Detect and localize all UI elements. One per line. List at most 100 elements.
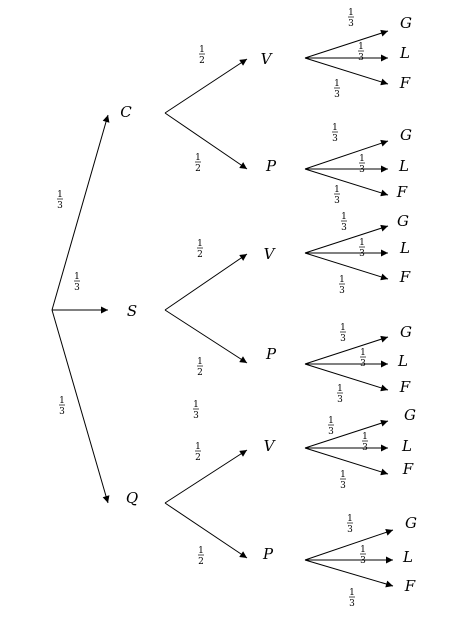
edge-s-v-f (304, 252, 389, 281)
node-c-v: V (261, 50, 274, 68)
prob-c-v: 12 (199, 45, 205, 66)
prob-s-p: 12 (197, 357, 203, 378)
prob-q-v: 12 (195, 442, 201, 463)
node-q-p-l: L (402, 548, 413, 566)
root-edge-c (51, 114, 110, 311)
node-s-p-l: L (397, 352, 408, 370)
fraction-numerator: 1 (195, 153, 201, 163)
prob-root-s: 13 (74, 272, 80, 293)
fraction-numerator: 1 (328, 416, 334, 426)
node-q-v: V (264, 437, 277, 455)
prob-c-v-g: 13 (348, 8, 354, 29)
fraction-numerator: 1 (358, 42, 364, 52)
edge-c-p-f (304, 168, 389, 197)
fraction-numerator: 1 (349, 588, 355, 598)
edge-q-v-g (304, 419, 389, 449)
prob-q-p-g: 13 (347, 514, 353, 535)
prob-c-v-f: 13 (334, 79, 340, 100)
fraction-denominator: 2 (197, 368, 203, 378)
prob-s-p-l: 13 (360, 348, 366, 369)
prob-q-v-l: 13 (362, 432, 368, 453)
fraction-numerator: 1 (193, 400, 199, 410)
node-c: C (120, 103, 132, 121)
node-c-v-f: F (399, 74, 411, 92)
prob-q-v-f: 13 (340, 470, 346, 491)
node-s-v-l: L (399, 239, 410, 257)
node-c-p: P (265, 157, 277, 175)
fraction-numerator: 1 (359, 154, 365, 164)
fraction-numerator: 1 (74, 272, 80, 282)
edge-c-v (164, 58, 248, 114)
fraction-denominator: 2 (198, 557, 204, 567)
node-q-v-l: L (401, 437, 412, 455)
fraction-numerator: 1 (198, 546, 204, 556)
fraction-numerator: 1 (360, 348, 366, 358)
fraction-denominator: 3 (334, 90, 340, 100)
fraction-denominator: 3 (360, 556, 366, 566)
prob-s-p-g: 13 (340, 323, 346, 344)
prob-root-q: 13 (59, 396, 65, 417)
edge-s-p-g (304, 335, 389, 365)
prob-label-unattached: 13 (193, 400, 199, 421)
fraction-denominator: 3 (339, 286, 345, 296)
prob-c-p-l: 13 (359, 154, 365, 175)
node-s-p: P (265, 345, 277, 363)
fraction-denominator: 3 (340, 334, 346, 344)
node-q-p-g: G (405, 514, 417, 532)
fraction-denominator: 3 (358, 53, 364, 63)
fraction-denominator: 3 (360, 359, 366, 369)
fraction-numerator: 1 (341, 212, 347, 222)
node-q: Q (126, 489, 138, 507)
prob-root-c: 13 (57, 190, 63, 211)
fraction-numerator: 1 (348, 8, 354, 18)
fraction-numerator: 1 (334, 79, 340, 89)
edge-c-p (164, 112, 248, 170)
fraction-denominator: 3 (349, 599, 355, 609)
fraction-denominator: 2 (195, 164, 201, 174)
fraction-denominator: 3 (59, 407, 65, 417)
node-c-p-l: L (398, 157, 409, 175)
fraction-numerator: 1 (334, 185, 340, 195)
fraction-denominator: 2 (195, 453, 201, 463)
fraction-numerator: 1 (362, 432, 368, 442)
node-q-p-f: F (404, 577, 416, 595)
prob-c-v-l: 13 (358, 42, 364, 63)
tree-labels: C13V12G13L13F13P12G13L13F13S13V12G13L13F… (57, 8, 417, 609)
node-s-p-f: F (399, 378, 411, 396)
prob-q-p: 12 (198, 546, 204, 567)
node-s-p-g: G (400, 323, 412, 341)
prob-q-p-l: 13 (360, 545, 366, 566)
fraction-numerator: 1 (332, 123, 338, 133)
edge-s-v-g (304, 224, 389, 254)
fraction-numerator: 1 (340, 323, 346, 333)
fraction-denominator: 3 (328, 427, 334, 437)
edge-c-v-f (304, 57, 389, 86)
fraction-denominator: 2 (199, 56, 205, 66)
prob-s-p-f: 13 (337, 384, 343, 405)
fraction-numerator: 1 (339, 275, 345, 285)
node-s-v-f: F (399, 268, 411, 286)
fraction-denominator: 3 (359, 165, 365, 175)
fraction-numerator: 1 (199, 45, 205, 55)
fraction-numerator: 1 (340, 470, 346, 480)
fraction-numerator: 1 (360, 545, 366, 555)
edge-q-v-f (304, 447, 389, 476)
prob-c-p: 12 (195, 153, 201, 174)
fraction-numerator: 1 (347, 514, 353, 524)
node-s: S (127, 302, 137, 320)
prob-s-v: 12 (197, 239, 203, 260)
prob-s-v-f: 13 (339, 275, 345, 296)
node-q-v-g: G (404, 406, 416, 424)
prob-q-p-f: 13 (349, 588, 355, 609)
edge-q-v (164, 449, 248, 504)
fraction-denominator: 3 (74, 283, 80, 293)
fraction-denominator: 3 (347, 525, 353, 535)
fraction-denominator: 3 (340, 481, 346, 491)
edge-c-v-g (304, 29, 389, 59)
prob-c-p-f: 13 (334, 185, 340, 206)
edge-q-p (164, 502, 248, 559)
fraction-numerator: 1 (197, 357, 203, 367)
fraction-denominator: 3 (334, 196, 340, 206)
fraction-denominator: 2 (197, 250, 203, 260)
